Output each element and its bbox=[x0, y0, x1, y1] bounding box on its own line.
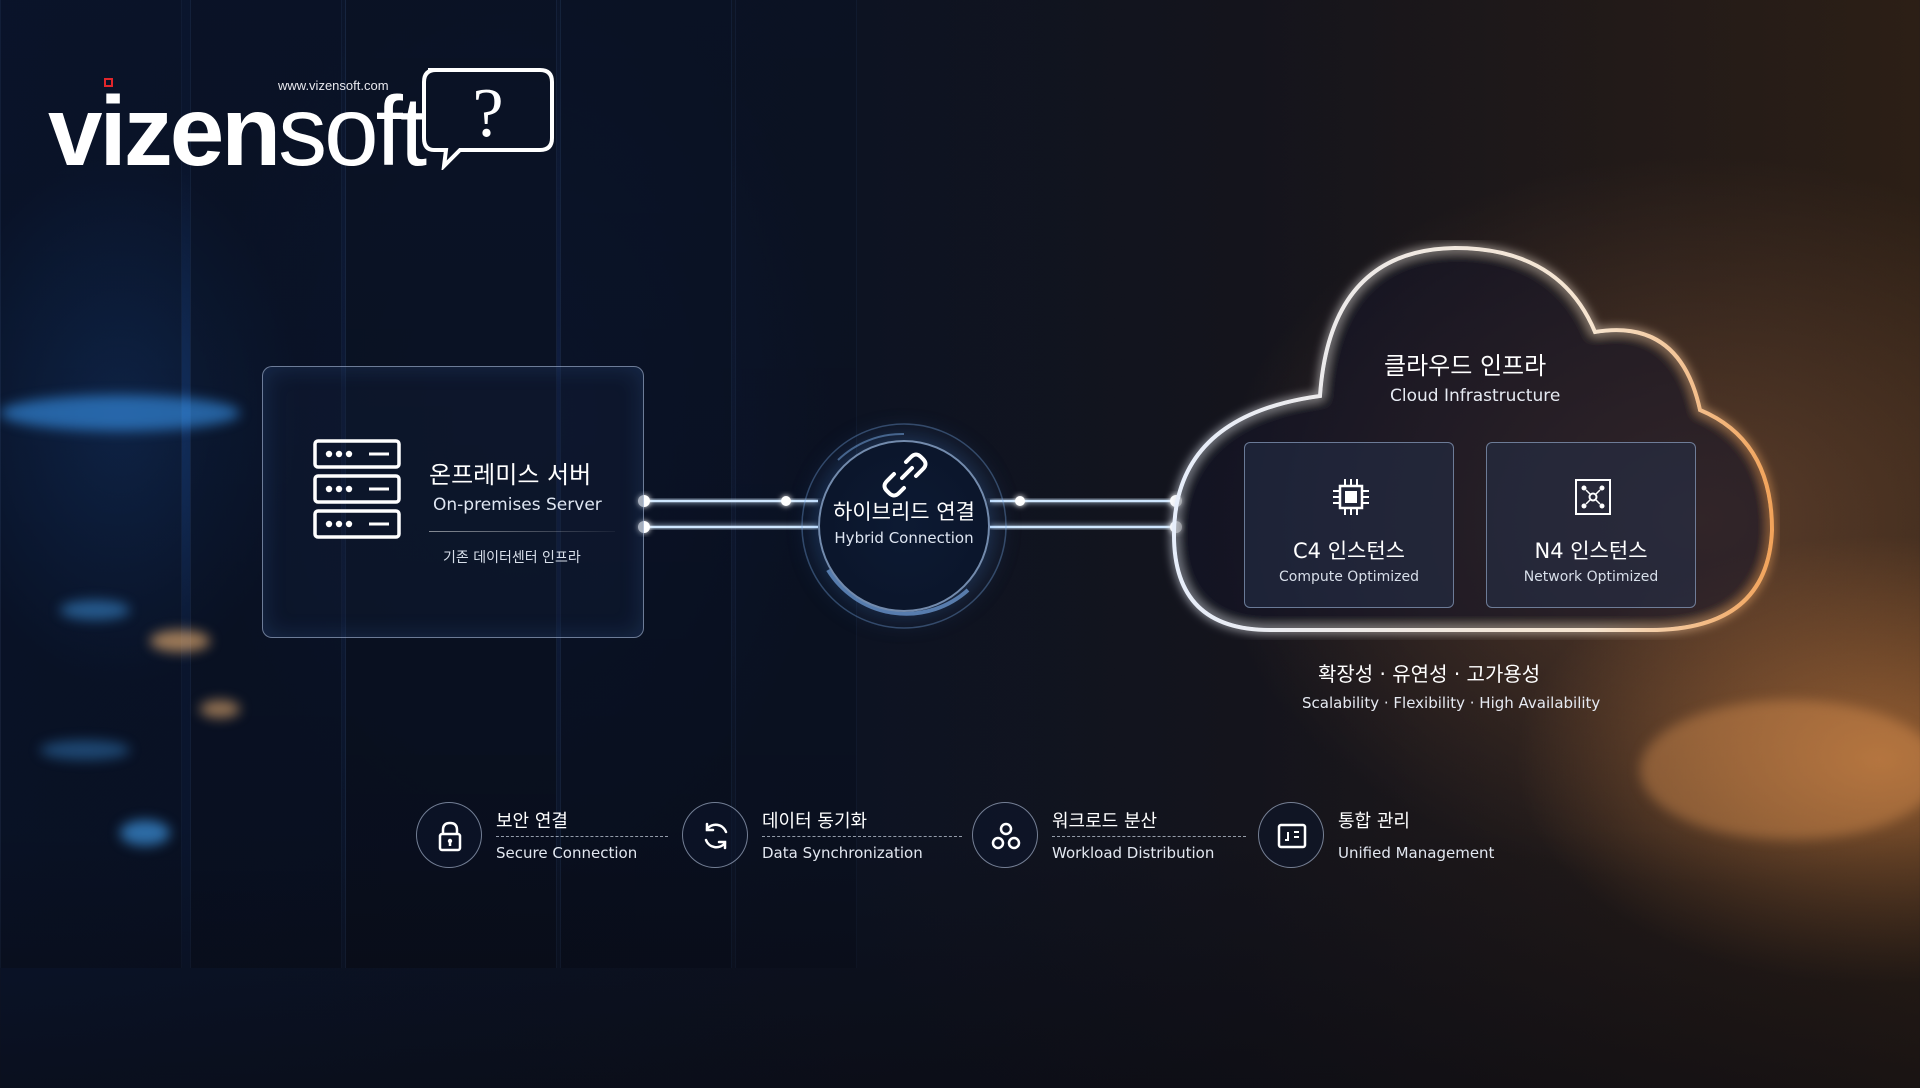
cloud-title-en: Cloud Infrastructure bbox=[1390, 386, 1561, 406]
feature-title-ko: 데이터 동기화 bbox=[762, 811, 868, 832]
hybrid-connection-hub: 하이브리드 연결 Hybrid Connection bbox=[798, 420, 1010, 632]
feature-icon-ring bbox=[972, 802, 1038, 868]
hub-orbit-rings bbox=[801, 423, 1007, 629]
feature-title-ko: 워크로드 분산 bbox=[1052, 811, 1158, 832]
feature-title-en: Workload Distribution bbox=[1052, 844, 1215, 862]
feature-dashed-arrow bbox=[1052, 836, 1246, 837]
onprem-subtitle: 기존 데이터센터 인프라 bbox=[443, 550, 581, 566]
feature-title-en: Unified Management bbox=[1338, 844, 1495, 862]
feature-title-ko: 통합 관리 bbox=[1338, 811, 1410, 832]
instance-desc: Network Optimized bbox=[1523, 569, 1659, 585]
feature-title-ko: 보안 연결 bbox=[496, 811, 568, 832]
logo-accent-mark bbox=[104, 78, 113, 87]
onprem-server-panel: 온프레미스 서버 On-premises Server 기존 데이터센터 인프라 bbox=[262, 366, 644, 638]
cloud-traits-ko: 확장성 · 유연성 · 고가용성 bbox=[1318, 662, 1541, 686]
question-bubble-icon: ? bbox=[422, 68, 554, 170]
lock-icon bbox=[438, 821, 462, 852]
instance-desc: Compute Optimized bbox=[1279, 569, 1419, 585]
logo-wordmark: vizensoft bbox=[48, 76, 427, 186]
sync-icon bbox=[704, 822, 728, 850]
link-icon bbox=[882, 452, 928, 498]
feature-icon-ring bbox=[416, 802, 482, 868]
dashboard-icon bbox=[1277, 823, 1307, 849]
feature-title-en: Secure Connection bbox=[496, 844, 638, 862]
instance-card-n4: N4 인스턴스 Network Optimized bbox=[1486, 442, 1696, 608]
instance-name: C4 인스턴스 bbox=[1293, 539, 1405, 563]
onprem-title-en: On-premises Server bbox=[433, 495, 602, 515]
feature-dashed-arrow bbox=[762, 836, 962, 837]
hybrid-title-en: Hybrid Connection bbox=[834, 529, 974, 547]
feature-icon-ring bbox=[682, 802, 748, 868]
onprem-title-ko: 온프레미스 서버 bbox=[429, 461, 592, 489]
feature-title-en: Data Synchronization bbox=[762, 844, 923, 862]
cloud-traits-en: Scalability · Flexibility · High Availab… bbox=[1302, 694, 1601, 712]
hub-circle bbox=[818, 440, 990, 612]
hybrid-title-ko: 하이브리드 연결 bbox=[833, 500, 975, 524]
svg-text:?: ? bbox=[472, 75, 503, 152]
feature-icon-ring bbox=[1258, 802, 1324, 868]
distribution-icon bbox=[991, 822, 1021, 850]
feature-dashed-arrow bbox=[496, 836, 668, 837]
cpu-chip-icon bbox=[1333, 479, 1369, 515]
website-url: www.vizensoft.com bbox=[278, 78, 389, 93]
server-stack-icon bbox=[313, 439, 401, 539]
instance-name: N4 인스턴스 bbox=[1534, 539, 1648, 563]
instance-card-c4: C4 인스턴스 Compute Optimized bbox=[1244, 442, 1454, 608]
cloud-title-ko: 클라우드 인프라 bbox=[1384, 352, 1547, 380]
network-icon bbox=[1575, 479, 1611, 515]
onprem-divider bbox=[429, 531, 615, 532]
